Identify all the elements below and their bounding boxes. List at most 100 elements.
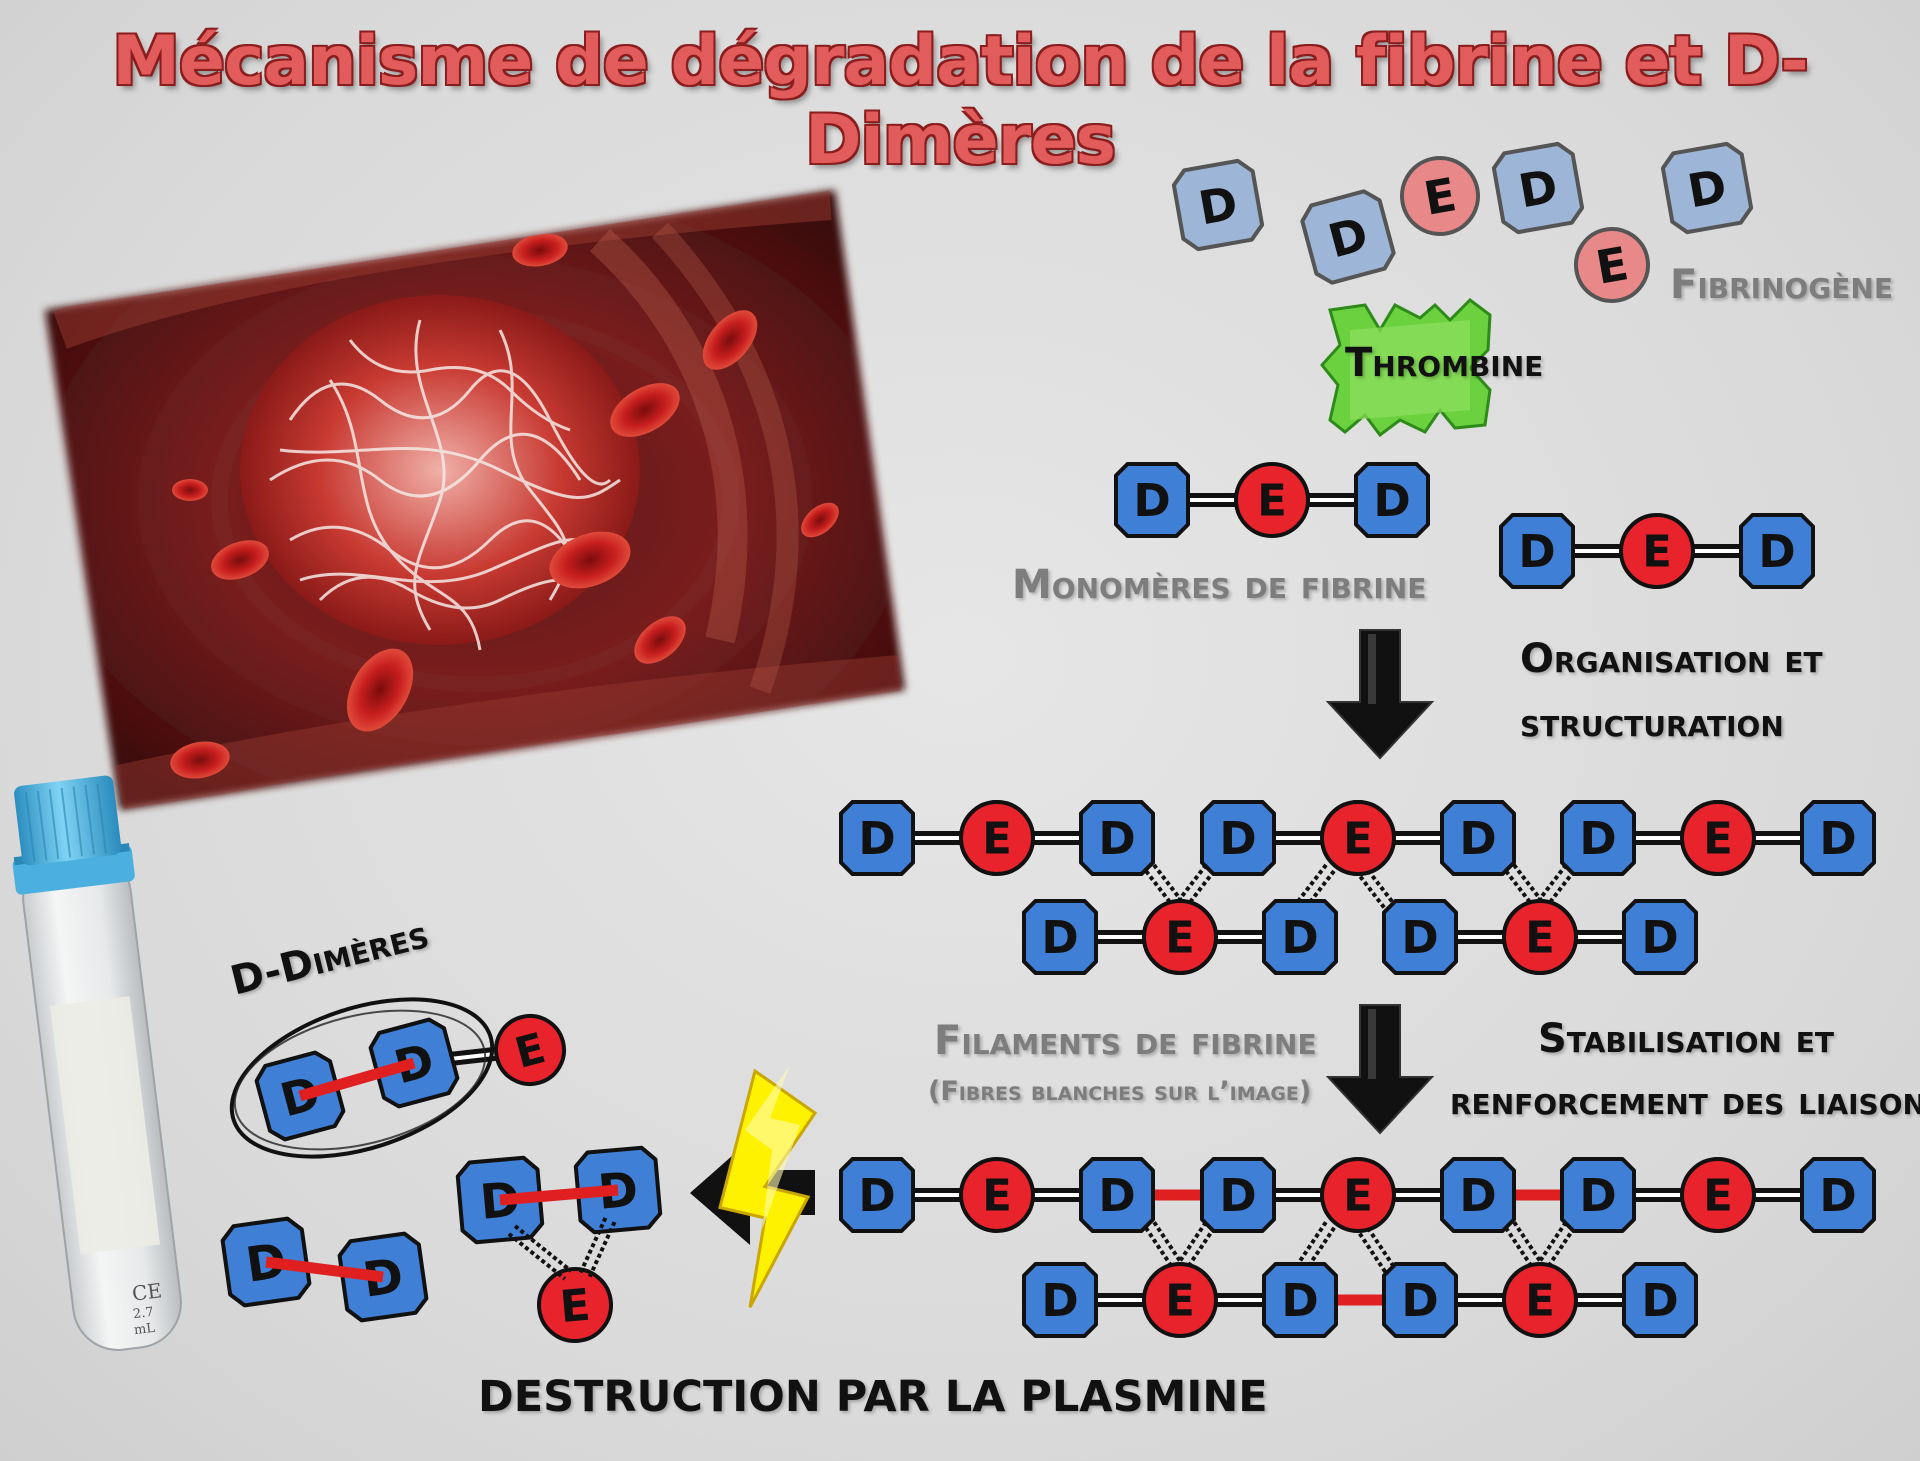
d-domain-shape bbox=[1660, 141, 1754, 235]
d-domain-letter: D bbox=[1373, 474, 1410, 527]
e-domain: E bbox=[959, 800, 1035, 876]
d-domain-shape bbox=[1171, 158, 1265, 252]
d-domain-shape bbox=[1622, 1262, 1698, 1338]
d-domain-shape bbox=[1622, 899, 1698, 975]
e-domain-shape bbox=[1619, 513, 1695, 589]
d-domain-letter: D bbox=[1579, 812, 1616, 865]
e-domain-letter: E bbox=[1343, 815, 1373, 865]
d-domain: D bbox=[1440, 800, 1516, 876]
d-domain-shape bbox=[1079, 1157, 1155, 1233]
d-domain-letter: D bbox=[1518, 525, 1555, 578]
lightning-bolt-icon bbox=[718, 1065, 818, 1309]
e-domain-letter: E bbox=[558, 1280, 592, 1333]
e-domain-shape bbox=[1320, 800, 1396, 876]
dotted-bond bbox=[1144, 863, 1186, 912]
d-domain: D bbox=[1079, 1157, 1155, 1233]
thrombin-label: Thrombine bbox=[1345, 340, 1544, 386]
d-domain-letter: D bbox=[1515, 159, 1562, 219]
d-domain-letter: D bbox=[1758, 525, 1795, 578]
page-title: Mécanisme de dégradation de la fibrine e… bbox=[112, 22, 1809, 180]
d-domain-shape bbox=[1079, 800, 1155, 876]
e-domain-shape bbox=[1502, 899, 1578, 975]
e-domain-letter: E bbox=[1525, 1277, 1555, 1327]
fibrin-filaments-note: (Fibres blanches sur l’image) bbox=[928, 1076, 1312, 1107]
d-domain-shape bbox=[1354, 462, 1430, 538]
crosslink-bond bbox=[265, 1256, 384, 1283]
e-domain-letter: E bbox=[1165, 1277, 1195, 1327]
d-domain-shape bbox=[1800, 1157, 1876, 1233]
e-domain: E bbox=[1502, 1262, 1578, 1338]
fibrin-monomers-label: Monomères de fibrine bbox=[1012, 562, 1427, 608]
stabilisation-label-line1: Stabilisation et bbox=[1538, 1016, 1834, 1062]
fibrinogen-label: Fibrinogène bbox=[1670, 262, 1893, 308]
d-domain: D bbox=[1560, 1157, 1636, 1233]
d-domain: D bbox=[1739, 513, 1815, 589]
d-domain: D bbox=[1491, 141, 1585, 235]
d-domain-letter: D bbox=[1401, 911, 1438, 964]
d-domain-shape bbox=[1560, 800, 1636, 876]
d-domain: D bbox=[1560, 800, 1636, 876]
e-domain: E bbox=[1142, 899, 1218, 975]
e-domain-letter: E bbox=[1257, 477, 1287, 527]
e-domain: E bbox=[494, 1014, 566, 1086]
dotted-bond bbox=[1294, 863, 1336, 912]
d-domain: D bbox=[1499, 513, 1575, 589]
e-domain-letter: E bbox=[1525, 914, 1555, 964]
d-domain: D bbox=[1262, 1262, 1338, 1338]
e-domain: E bbox=[1680, 1157, 1756, 1233]
d-domain-shape bbox=[839, 800, 915, 876]
e-domain-letter: E bbox=[1703, 1172, 1733, 1222]
e-domain-letter: E bbox=[1343, 1172, 1373, 1222]
d-dimer-highlight-circle bbox=[229, 997, 495, 1159]
e-domain: E bbox=[1400, 156, 1480, 236]
d-domain: D bbox=[1300, 189, 1396, 285]
d-domain-shape bbox=[1499, 513, 1575, 589]
d-domain-letter: D bbox=[1219, 812, 1256, 865]
e-domain: E bbox=[1680, 800, 1756, 876]
d-domain-shape bbox=[839, 1157, 915, 1233]
organisation-label-line2: structuration bbox=[1520, 700, 1784, 746]
d-domain-shape bbox=[1022, 1262, 1098, 1338]
plasmin-destruction-label: DESTRUCTION PAR LA PLASMINE bbox=[478, 1372, 1268, 1422]
e-domain: E bbox=[537, 1267, 613, 1343]
d-domain: D bbox=[1022, 1262, 1098, 1338]
d-domain-letter: D bbox=[1819, 1169, 1856, 1222]
d-domain-shape bbox=[1491, 141, 1585, 235]
d-domain: D bbox=[1262, 899, 1338, 975]
d-domain-shape bbox=[1200, 800, 1276, 876]
down-arrow-icon bbox=[1325, 629, 1435, 760]
d-domain-letter: D bbox=[1459, 812, 1496, 865]
dotted-bond bbox=[578, 1217, 617, 1278]
d-domain-shape bbox=[1300, 189, 1396, 285]
d-domain: D bbox=[1660, 141, 1754, 235]
d-domain: D bbox=[1200, 1157, 1276, 1233]
e-domain: E bbox=[1502, 899, 1578, 975]
crosslink-bond bbox=[298, 1057, 416, 1102]
d-domain-letter: D bbox=[1098, 812, 1135, 865]
d-domain-shape bbox=[1262, 899, 1338, 975]
d-domain-letter: D bbox=[858, 812, 895, 865]
stabilisation-label-line2: renforcement des liaisons bbox=[1450, 1078, 1920, 1124]
d-domain-shape bbox=[1200, 1157, 1276, 1233]
e-domain-shape bbox=[1680, 800, 1756, 876]
d-domain-shape bbox=[1739, 513, 1815, 589]
d-domain-letter: D bbox=[1684, 159, 1731, 219]
fibrin-filaments-label: Filaments de fibrine bbox=[934, 1018, 1317, 1064]
d-domain-letter: D bbox=[1098, 1169, 1135, 1222]
d-domain-letter: D bbox=[1133, 474, 1170, 527]
e-domain-shape bbox=[1234, 462, 1310, 538]
e-domain-shape bbox=[1142, 1262, 1218, 1338]
d-domain-letter: D bbox=[1579, 1169, 1616, 1222]
dotted-bond bbox=[1174, 863, 1216, 912]
d-domain-letter: D bbox=[1401, 1274, 1438, 1327]
d-domain: D bbox=[839, 1157, 915, 1233]
d-domain-letter: D bbox=[1641, 911, 1678, 964]
d-domain-shape bbox=[1382, 1262, 1458, 1338]
e-domain: E bbox=[1320, 1157, 1396, 1233]
e-domain: E bbox=[1574, 227, 1650, 303]
d-domain-letter: D bbox=[1459, 1169, 1496, 1222]
d-domain-shape bbox=[1382, 899, 1458, 975]
